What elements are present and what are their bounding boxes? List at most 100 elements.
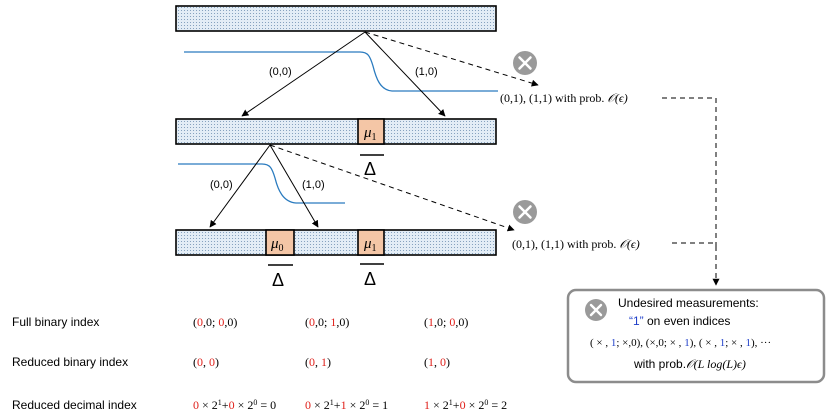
branch-arrow-mid-right: [269, 144, 319, 228]
text-part: ,0;: [203, 315, 218, 329]
text-part: ,: [203, 355, 209, 369]
text-part: ), ···: [751, 337, 771, 349]
text-part: 0: [365, 398, 369, 407]
text-part: ,0): [455, 315, 468, 329]
edge-label-top-right: (1,0): [415, 66, 438, 78]
text-part: 0: [449, 315, 455, 329]
text-part: (: [424, 355, 428, 369]
reject-text-mid: (0,1), (1,1) with prob. 𝒪(ϵ): [512, 237, 640, 251]
table-cell: 1 × 21+0 × 20 = 2: [424, 398, 507, 413]
text-part: × 2: [466, 398, 485, 412]
text-part: (: [424, 315, 428, 329]
edge-label-mid-left: (0,0): [210, 179, 233, 191]
text-part: ,0): [336, 315, 349, 329]
reject-text-top: (0,1), (1,1) with prob. 𝒪(ϵ): [500, 91, 628, 105]
text-part: 1: [330, 315, 336, 329]
text-part: = 2: [488, 398, 507, 412]
text-part: 0: [197, 355, 203, 369]
text-part: 0: [218, 315, 224, 329]
table-cell: 0 × 21+0 × 20 = 0: [193, 398, 276, 413]
text-part: × 2: [347, 398, 366, 412]
delta-symbol-mid: Δ: [364, 159, 376, 179]
text-part: ): [215, 355, 219, 369]
text-part: 0: [309, 315, 315, 329]
table-row-label: Reduced binary index: [12, 355, 128, 369]
text-part: 1: [449, 398, 453, 407]
text-part: 0: [484, 398, 488, 407]
table-row-label: Full binary index: [12, 315, 99, 329]
reject-arrow-mid: [269, 144, 515, 232]
text-part: × 2: [430, 398, 449, 412]
text-part: 0: [209, 355, 215, 369]
mu-label-mid: μ1: [363, 125, 377, 143]
text-part: (: [193, 355, 197, 369]
text-part: × 2: [235, 398, 254, 412]
text-part: = 0: [257, 398, 276, 412]
text-part: ,: [315, 355, 321, 369]
table-cell: (0,0; 1,0): [305, 315, 349, 329]
mu-block-bottom-left: [265, 229, 295, 256]
undesired-panel: [566, 288, 826, 384]
dashed-connector-top: [662, 97, 717, 246]
response-curve-mid: [178, 163, 345, 204]
branch-arrow-top-right: [364, 31, 446, 117]
mu-label-bottom-right: μ1: [363, 236, 377, 254]
state-box-bottom: [175, 229, 497, 256]
edge-label-top-left: (0,0): [269, 66, 292, 78]
text-part: 0: [309, 355, 315, 369]
undesired-title: Undesired measurements:: [618, 296, 759, 310]
text-part: 1: [218, 398, 222, 407]
branch-arrow-mid-left: [209, 144, 271, 228]
text-part: 1: [720, 337, 726, 349]
text-part: +: [222, 398, 229, 412]
reject-arrow-top: [364, 31, 539, 87]
reject-icon-mid: [513, 200, 537, 224]
text-part: × 2: [311, 398, 330, 412]
text-part: 0: [229, 398, 235, 412]
reject-icon-top: [513, 51, 537, 75]
text-part: 0: [253, 398, 257, 407]
text-part: 0: [440, 355, 446, 369]
text-part: 1: [424, 398, 430, 412]
table-cell: 0 × 21+1 × 20 = 1: [305, 398, 388, 413]
branch-arrow-top-left: [241, 31, 366, 117]
text-part: ,0;: [434, 315, 449, 329]
text-part: 0: [197, 315, 203, 329]
undesired-reject-icon: [585, 299, 607, 321]
mu-label-bottom-left: μ0: [270, 236, 284, 254]
table-cell: (0, 0): [193, 355, 219, 369]
delta-symbol-bottom-left: Δ: [272, 270, 284, 290]
text-part: +: [334, 398, 341, 412]
state-box-top: [175, 5, 497, 32]
text-part: ,: [434, 355, 440, 369]
text-part: (: [305, 315, 309, 329]
text-part: (: [193, 315, 197, 329]
text-part: 1: [341, 398, 347, 412]
text-part: 0: [193, 398, 199, 412]
text-part: (: [305, 355, 309, 369]
text-part: ( × ,: [590, 337, 611, 349]
text-part: 1: [330, 398, 334, 407]
text-part: ,0): [224, 315, 237, 329]
text-part: ), ( × ,: [690, 337, 720, 349]
table-cell: (1,0; 0,0): [424, 315, 468, 329]
text-part: = 1: [369, 398, 388, 412]
table-row-label: Reduced decimal index: [12, 398, 137, 412]
text-part: 0: [460, 398, 466, 412]
text-part: 1: [321, 355, 327, 369]
table-cell: (0, 1): [305, 355, 331, 369]
text-part: 1: [611, 337, 617, 349]
text-part: × 2: [199, 398, 218, 412]
text-part: 1: [745, 337, 751, 349]
text-part: ): [327, 355, 331, 369]
text-part: 0: [305, 398, 311, 412]
delta-symbol-bottom-right: Δ: [364, 269, 376, 289]
text-part: ,0;: [315, 315, 330, 329]
text-part: +: [453, 398, 460, 412]
text-part: ): [446, 355, 450, 369]
text-part: 1: [428, 315, 434, 329]
undesired-subtitle: “1” on even indices: [629, 314, 730, 328]
response-curve-top: [184, 51, 498, 92]
edge-label-mid-right: (1,0): [302, 179, 325, 191]
text-part: 1: [684, 337, 690, 349]
